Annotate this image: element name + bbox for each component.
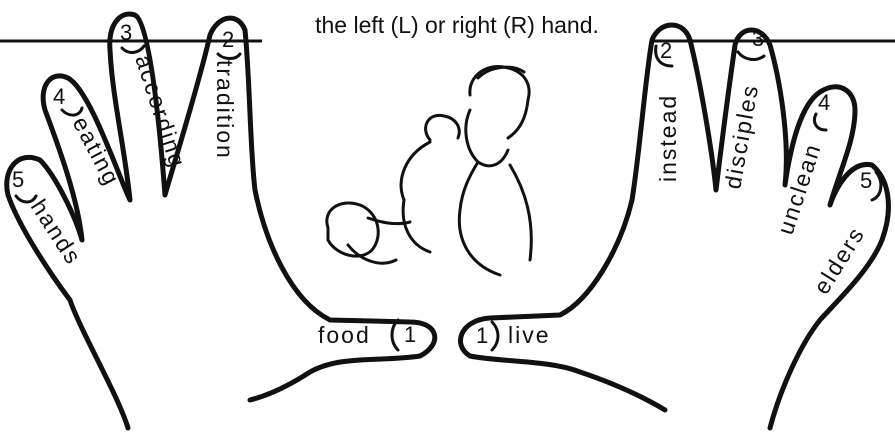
right-bracket-2	[654, 44, 674, 68]
left-hand	[4, 11, 438, 431]
right-hand	[458, 22, 891, 431]
left-hand-outline	[4, 11, 438, 431]
header-mask	[262, 4, 654, 46]
right-bracket-4	[812, 112, 828, 132]
man-eating-bread-icon	[325, 65, 533, 277]
left-finger-1: food 1	[318, 318, 416, 352]
right-bracket-1	[490, 320, 500, 352]
right-number-1: 1	[476, 323, 488, 348]
right-bracket-5	[870, 170, 883, 202]
right-hand-outline	[458, 22, 891, 431]
left-number-3: 3	[120, 20, 132, 45]
left-number-5: 5	[12, 167, 24, 192]
left-bracket-2	[216, 52, 242, 60]
right-word-1: live	[508, 322, 551, 348]
left-bracket-5	[14, 194, 38, 204]
right-number-4: 4	[818, 90, 830, 115]
right-finger-2: 2 instead	[654, 38, 681, 182]
left-word-3: according	[130, 52, 191, 172]
right-finger-1: 1 live	[476, 320, 551, 352]
left-word-1: food	[318, 322, 371, 348]
right-word-5: elders	[808, 222, 870, 299]
left-word-2: tradition	[212, 60, 238, 160]
left-number-1: 1	[404, 322, 416, 347]
right-number-5: 5	[860, 168, 872, 193]
left-number-4: 4	[53, 84, 65, 109]
header-text: the left (L) or right (R) hand.	[315, 12, 599, 38]
right-finger-5: 5 elders	[808, 168, 883, 299]
right-word-2: instead	[655, 94, 681, 182]
left-bracket-1	[390, 318, 400, 352]
right-bracket-3	[736, 50, 766, 61]
left-number-2: 2	[222, 27, 234, 52]
left-bracket-4	[60, 106, 84, 117]
right-number-2: 2	[660, 38, 672, 63]
left-finger-3: 3 according	[120, 20, 191, 172]
right-number-3: 3	[752, 26, 764, 51]
left-bracket-3	[120, 44, 146, 54]
right-word-4: unclean	[772, 140, 826, 238]
left-finger-2: 2 tradition	[212, 27, 242, 160]
